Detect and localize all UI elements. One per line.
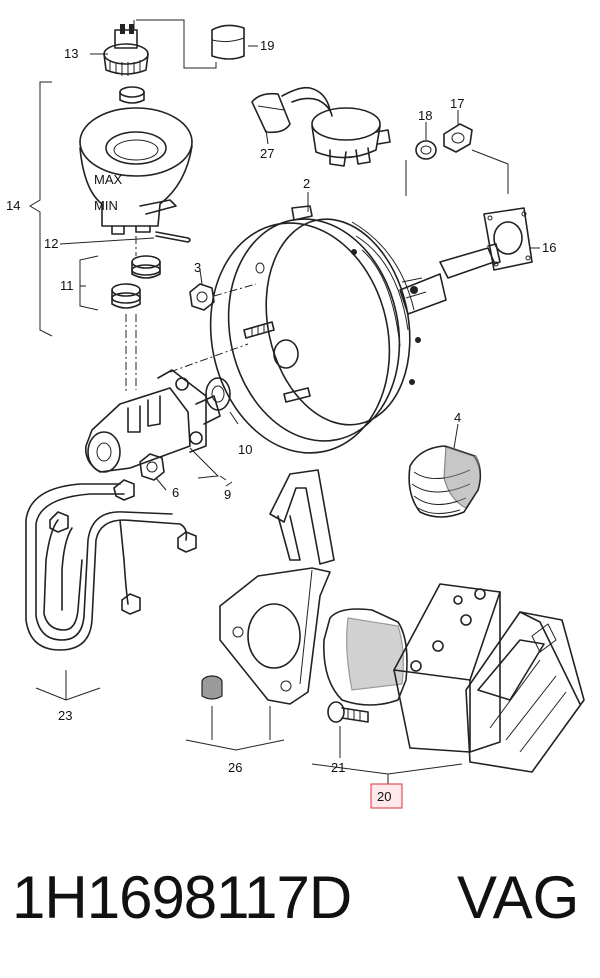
part-27-level-sensor xyxy=(251,86,391,167)
master-cylinder xyxy=(84,343,249,473)
part-18-washer xyxy=(415,140,437,160)
part-16-gasket xyxy=(483,207,533,271)
callout-11: 11 xyxy=(60,278,74,293)
leader-lines xyxy=(59,45,540,491)
part-4-bellows xyxy=(408,445,482,518)
callout-26: 26 xyxy=(228,760,242,775)
callout-16: 16 xyxy=(542,240,556,255)
reservoir-strainer xyxy=(119,86,145,104)
callout-3: 3 xyxy=(194,260,201,275)
part-12-pin xyxy=(155,231,191,243)
callout-9: 9 xyxy=(224,487,231,502)
callout-21: 21 xyxy=(331,760,345,775)
callout-labels: 2 3 4 6 9 10 11 12 13 14 16 17 18 19 20 … xyxy=(6,38,556,809)
part-13-reservoir-cap xyxy=(103,19,217,76)
part-11-grommets xyxy=(79,255,161,311)
reservoir-max-mark: MAX xyxy=(94,172,123,187)
reservoir-min-mark: MIN xyxy=(94,198,118,213)
callout-18: 18 xyxy=(418,108,432,123)
part-14-fluid-reservoir: MAX MIN xyxy=(79,107,193,235)
callout-20: 20 xyxy=(377,789,391,804)
callout-12: 12 xyxy=(44,236,58,251)
callout-4: 4 xyxy=(454,410,461,425)
callout-13: 13 xyxy=(64,46,78,61)
callout-2: 2 xyxy=(303,176,310,191)
part-26-rubber-mount xyxy=(185,675,285,751)
part-2-brake-servo xyxy=(209,205,501,454)
abs-mounting-bracket xyxy=(219,469,335,705)
part-20-abs-unit xyxy=(311,583,585,784)
bracket-14 xyxy=(29,81,53,337)
part-19-sleeve xyxy=(211,24,245,60)
part-17-nut xyxy=(443,123,473,153)
callout-14: 14 xyxy=(6,198,20,213)
manufacturer: VAG xyxy=(457,864,580,931)
callout-23: 23 xyxy=(58,708,72,723)
callout-10: 10 xyxy=(238,442,252,457)
callout-27: 27 xyxy=(260,146,274,161)
part-23-brake-lines xyxy=(25,479,197,701)
part-6-nut xyxy=(139,453,165,481)
callout-19: 19 xyxy=(260,38,274,53)
part-info-footer: 1H1698117D VAG xyxy=(0,862,600,942)
callout-6: 6 xyxy=(172,485,179,500)
callout-20-highlight xyxy=(370,783,403,809)
callout-17: 17 xyxy=(450,96,464,111)
part-3-nut xyxy=(189,283,257,311)
part-number: 1H1698117D xyxy=(12,864,352,931)
part-21-bolt xyxy=(327,701,369,758)
brake-system-exploded-diagram: MAX MIN xyxy=(6,19,585,809)
